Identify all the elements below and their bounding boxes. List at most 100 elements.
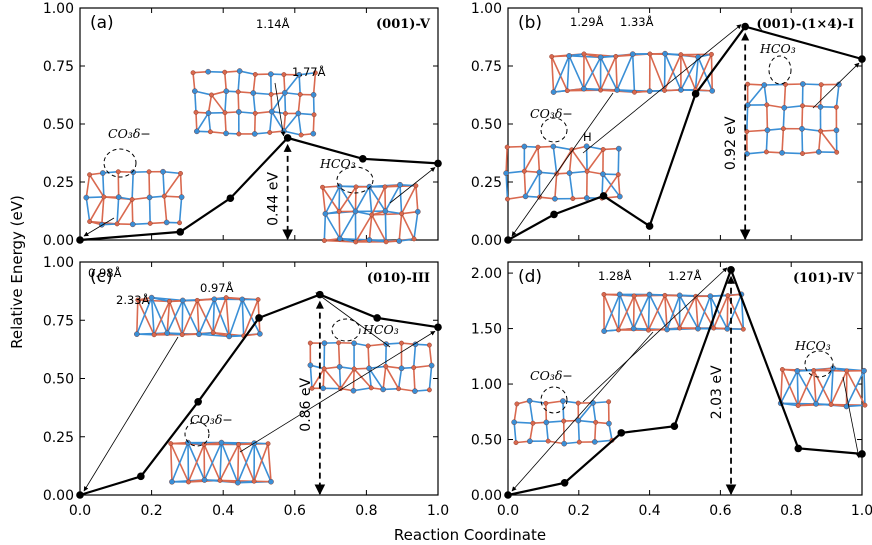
oxygen-atom [368,385,374,391]
bond [271,111,285,132]
metal-atom [678,87,684,93]
bond [148,197,151,224]
bond [353,387,372,392]
barrier-arrow-head [741,32,750,41]
bond [545,400,564,405]
bond [224,91,228,113]
bond [284,92,287,114]
oxygen-atom [255,297,261,302]
structure-annotation: 1.29Å [570,14,604,29]
metal-atom [511,419,517,426]
oxygen-atom [662,292,668,298]
oxygen-atom [677,325,683,331]
metal-atom [601,328,607,334]
oxygen-atom [818,128,823,134]
metal-atom [310,130,317,137]
data-point [858,450,866,458]
metal-atom [366,183,373,190]
bond [355,214,373,243]
bond [765,130,769,152]
bond [616,53,634,91]
y-tick-label: 0.00 [471,488,502,504]
bond [284,74,300,94]
bond [569,170,588,174]
x-tick-label: 0.8 [355,503,377,519]
metal-atom [164,330,170,336]
oxygen-atom [800,103,805,109]
oxygen-atom [151,332,157,338]
bond [680,56,699,91]
bond [171,442,189,483]
plot-frame [507,261,863,496]
bond [219,442,223,481]
bond [352,368,355,391]
structure-annotation: 1.27Å [668,268,702,283]
metal-atom [322,210,329,217]
bond [371,212,402,216]
oxygen-atom [251,478,257,484]
metal-atom [583,195,590,201]
bond [400,185,417,215]
x-tick-label: 0.8 [780,503,802,519]
bond [162,170,181,175]
bond [507,195,526,200]
bond [764,83,786,86]
bond [763,84,768,105]
bond [617,174,621,197]
bond [514,421,533,424]
bond [709,295,728,330]
metal-atom [130,169,137,176]
bond [102,172,105,197]
oxygen-atom [399,340,404,346]
panel-label: (b) [518,13,542,33]
bond [801,127,821,132]
oxygen-atom [711,325,717,331]
structure-annotation: HCO₃ [319,156,356,171]
bond [131,172,135,200]
oxygen-atom [632,89,637,95]
bond [267,443,272,482]
y-tick-label: 1.00 [43,255,74,271]
bond [830,370,848,405]
oxygen-atom [307,340,313,346]
bond [116,197,120,224]
bond [528,400,534,424]
x-tick-label: 0.6 [284,503,306,519]
bond [367,345,370,369]
bond [523,171,527,197]
highlight-circle [540,117,568,143]
oxygen-atom [177,220,182,226]
structure-annotation: 1.33Å [620,14,654,29]
oxygen-atom [543,400,549,406]
bond [747,84,765,106]
metal-atom [160,168,166,175]
bond [802,83,822,86]
metal-atom [817,104,824,110]
highlight-circle [103,148,137,178]
oxygen-atom [581,51,587,57]
metal-atom [813,401,819,407]
metal-atom [257,331,263,337]
oxygen-atom [616,327,621,333]
metal-atom [412,388,418,394]
bond [136,297,153,335]
bond [297,94,302,114]
data-point [176,228,185,236]
bond [283,74,286,93]
metal-atom [522,193,529,200]
metal-atom [196,331,202,338]
bond [309,365,313,389]
bond [783,84,787,108]
bond [415,185,419,212]
bond [782,107,786,129]
bond [368,343,387,347]
bond [746,151,767,155]
data-point [794,444,803,453]
bond [615,56,618,91]
bond [678,294,699,330]
oxygen-atom [576,439,582,445]
metal-atom [250,90,257,96]
oxygen-atom [745,81,751,87]
bond [162,171,166,197]
pointer-arrow [274,82,286,137]
